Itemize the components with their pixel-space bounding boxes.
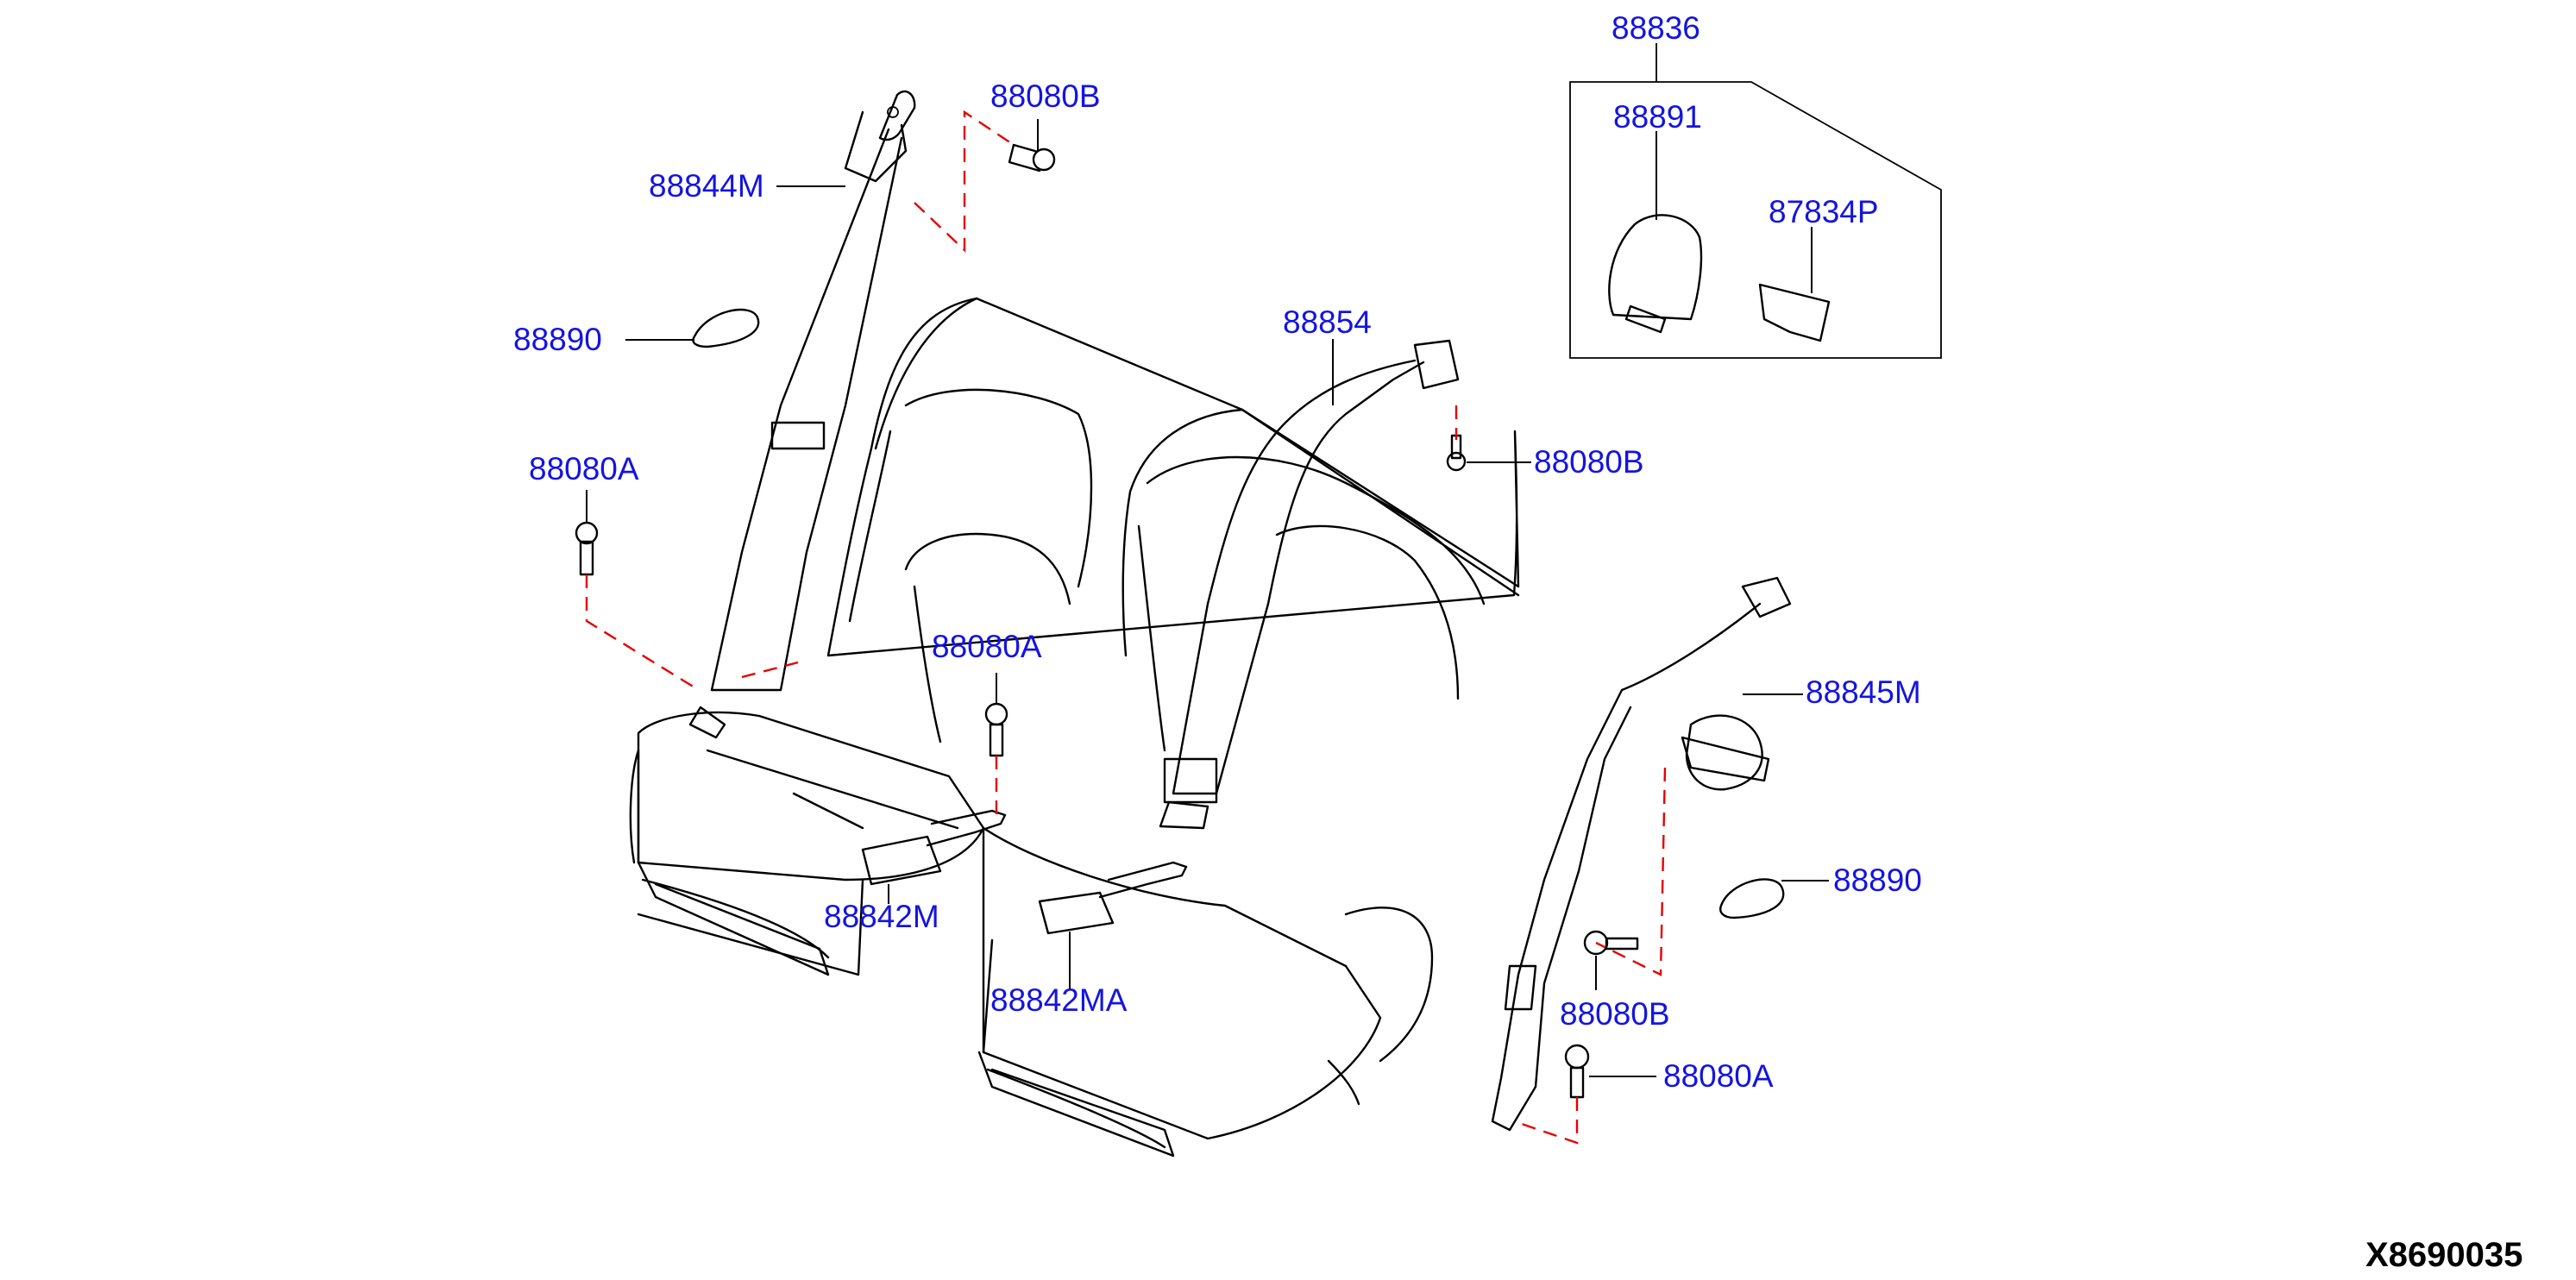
callout-88080b-top-left: 88080B — [990, 78, 1101, 114]
diagram-reference-code: X8690035 — [2366, 1236, 2523, 1274]
detail-box — [1569, 43, 1942, 359]
callout-88844m: 88844M — [649, 168, 764, 204]
callout-88080b-center: 88080B — [1534, 444, 1644, 480]
callout-88854: 88854 — [1283, 304, 1372, 340]
retractor-belt-right — [1491, 576, 1792, 1132]
callout-88836: 88836 — [1612, 10, 1700, 46]
bolt-buckle — [984, 702, 1008, 757]
leader-lines — [586, 119, 1829, 1077]
callout-88842m: 88842M — [824, 899, 939, 934]
buckle-left — [861, 809, 1007, 886]
callout-88080a-left: 88080A — [529, 451, 639, 486]
bolt-center-top — [1446, 434, 1467, 472]
callout-88842ma: 88842MA — [990, 982, 1128, 1018]
center-belt — [1159, 339, 1460, 830]
callout-88080b-lower-right: 88080B — [1560, 996, 1670, 1032]
bolt-anchor-left — [575, 521, 599, 576]
callout-87834p: 87834P — [1769, 194, 1879, 229]
callout-88890-left: 88890 — [513, 322, 602, 357]
buckle-center — [1038, 861, 1188, 935]
escutcheon-left-part — [692, 308, 760, 348]
callout-88080a-right: 88080A — [1663, 1058, 1774, 1094]
callout-88891: 88891 — [1613, 99, 1702, 135]
callout-88845m: 88845M — [1806, 675, 1921, 710]
bolt-lower-right — [1583, 930, 1639, 956]
dashed-connectors — [585, 110, 1667, 1145]
rear-seat-illustration — [629, 297, 1520, 1158]
bolt-top-left — [1008, 143, 1056, 173]
escutcheon-right-part — [1719, 878, 1785, 919]
retractor-belt-left — [688, 90, 916, 739]
bolt-anchor-right — [1564, 1044, 1590, 1099]
callout-88890-right: 88890 — [1833, 863, 1922, 898]
callout-88080a-buckle: 88080A — [932, 629, 1042, 664]
